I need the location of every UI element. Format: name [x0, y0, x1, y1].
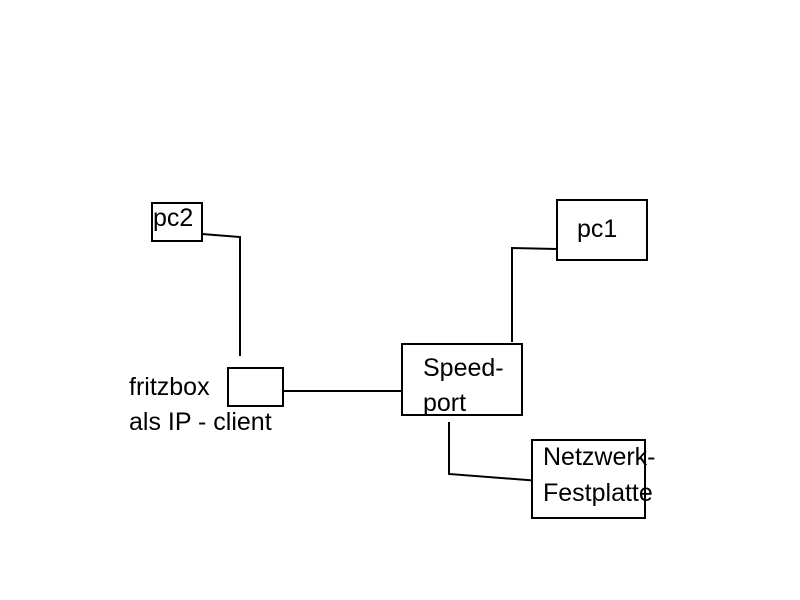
fritzbox-label-line1: fritzbox — [129, 373, 210, 401]
pc1-box — [556, 199, 648, 261]
nas-label-line1: Netzwerk- — [543, 443, 656, 471]
pc2-box — [151, 202, 203, 242]
fritzbox-label-line2: als IP - client — [129, 408, 272, 436]
nas-label-line2: Festplatte — [543, 479, 653, 507]
fritzbox-box — [227, 367, 284, 407]
pc1-label: pc1 — [577, 215, 618, 243]
speedport-label-line2: port — [423, 389, 467, 417]
speedport-box — [401, 343, 523, 416]
nas-box — [531, 439, 646, 519]
pc2-label: pc2 — [153, 204, 194, 232]
speedport-label-line1: Speed- — [423, 354, 504, 382]
link-speedport-pc1 — [511, 246, 558, 342]
link-pc2-fritzbox — [201, 233, 241, 356]
link-speedport-nas — [448, 422, 541, 482]
